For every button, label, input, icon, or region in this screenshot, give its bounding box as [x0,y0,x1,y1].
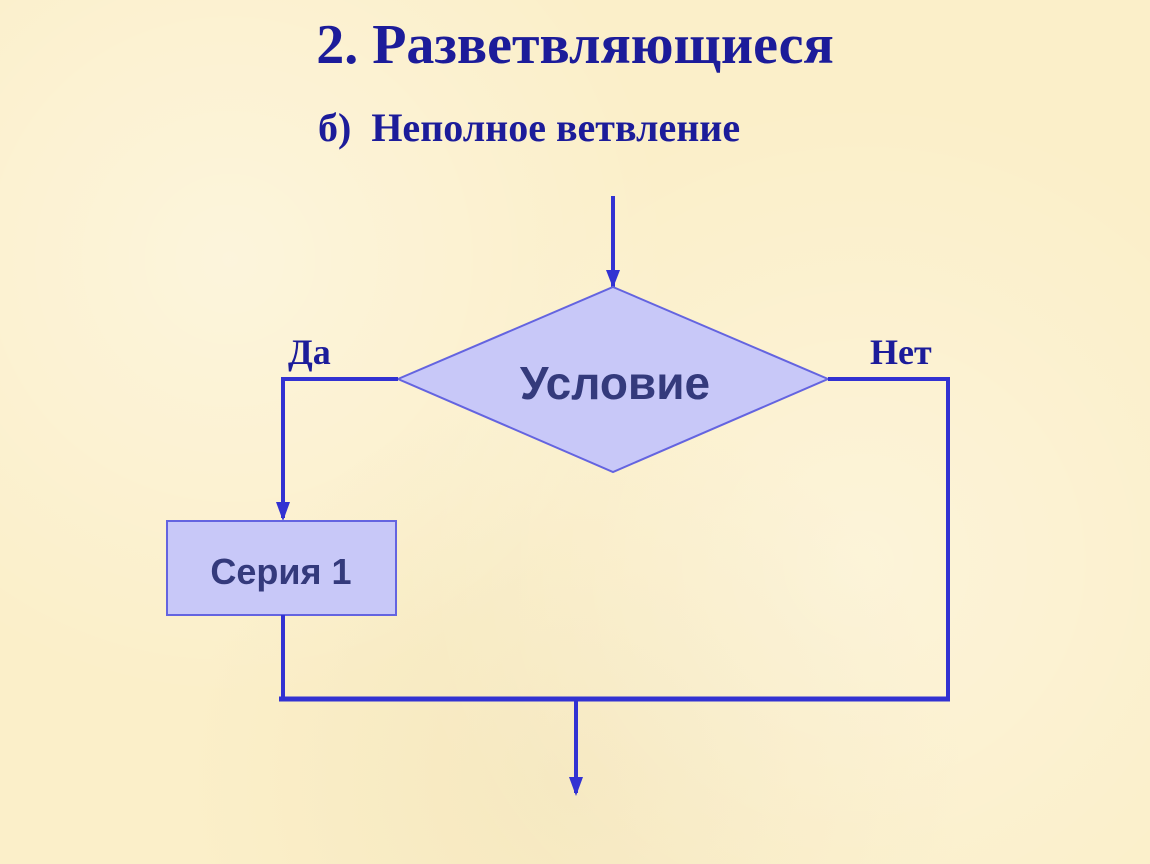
condition-label: Условие [520,357,710,409]
yes-branch-line [281,377,398,518]
exit-arrowhead [569,777,583,796]
no-branch-line [828,377,950,699]
condition-diamond [395,285,831,474]
process-box [166,520,397,616]
no-label: Нет [870,332,932,372]
slide-subtitle: б) Неполное ветвление [318,105,741,150]
yes-branch-arrowhead [276,502,290,521]
entry-arrowhead [606,270,620,288]
yes-label: Да [288,332,331,372]
process-label: Серия 1 [210,551,351,592]
slide-title: 2. Разветвляющиеся [316,14,834,76]
